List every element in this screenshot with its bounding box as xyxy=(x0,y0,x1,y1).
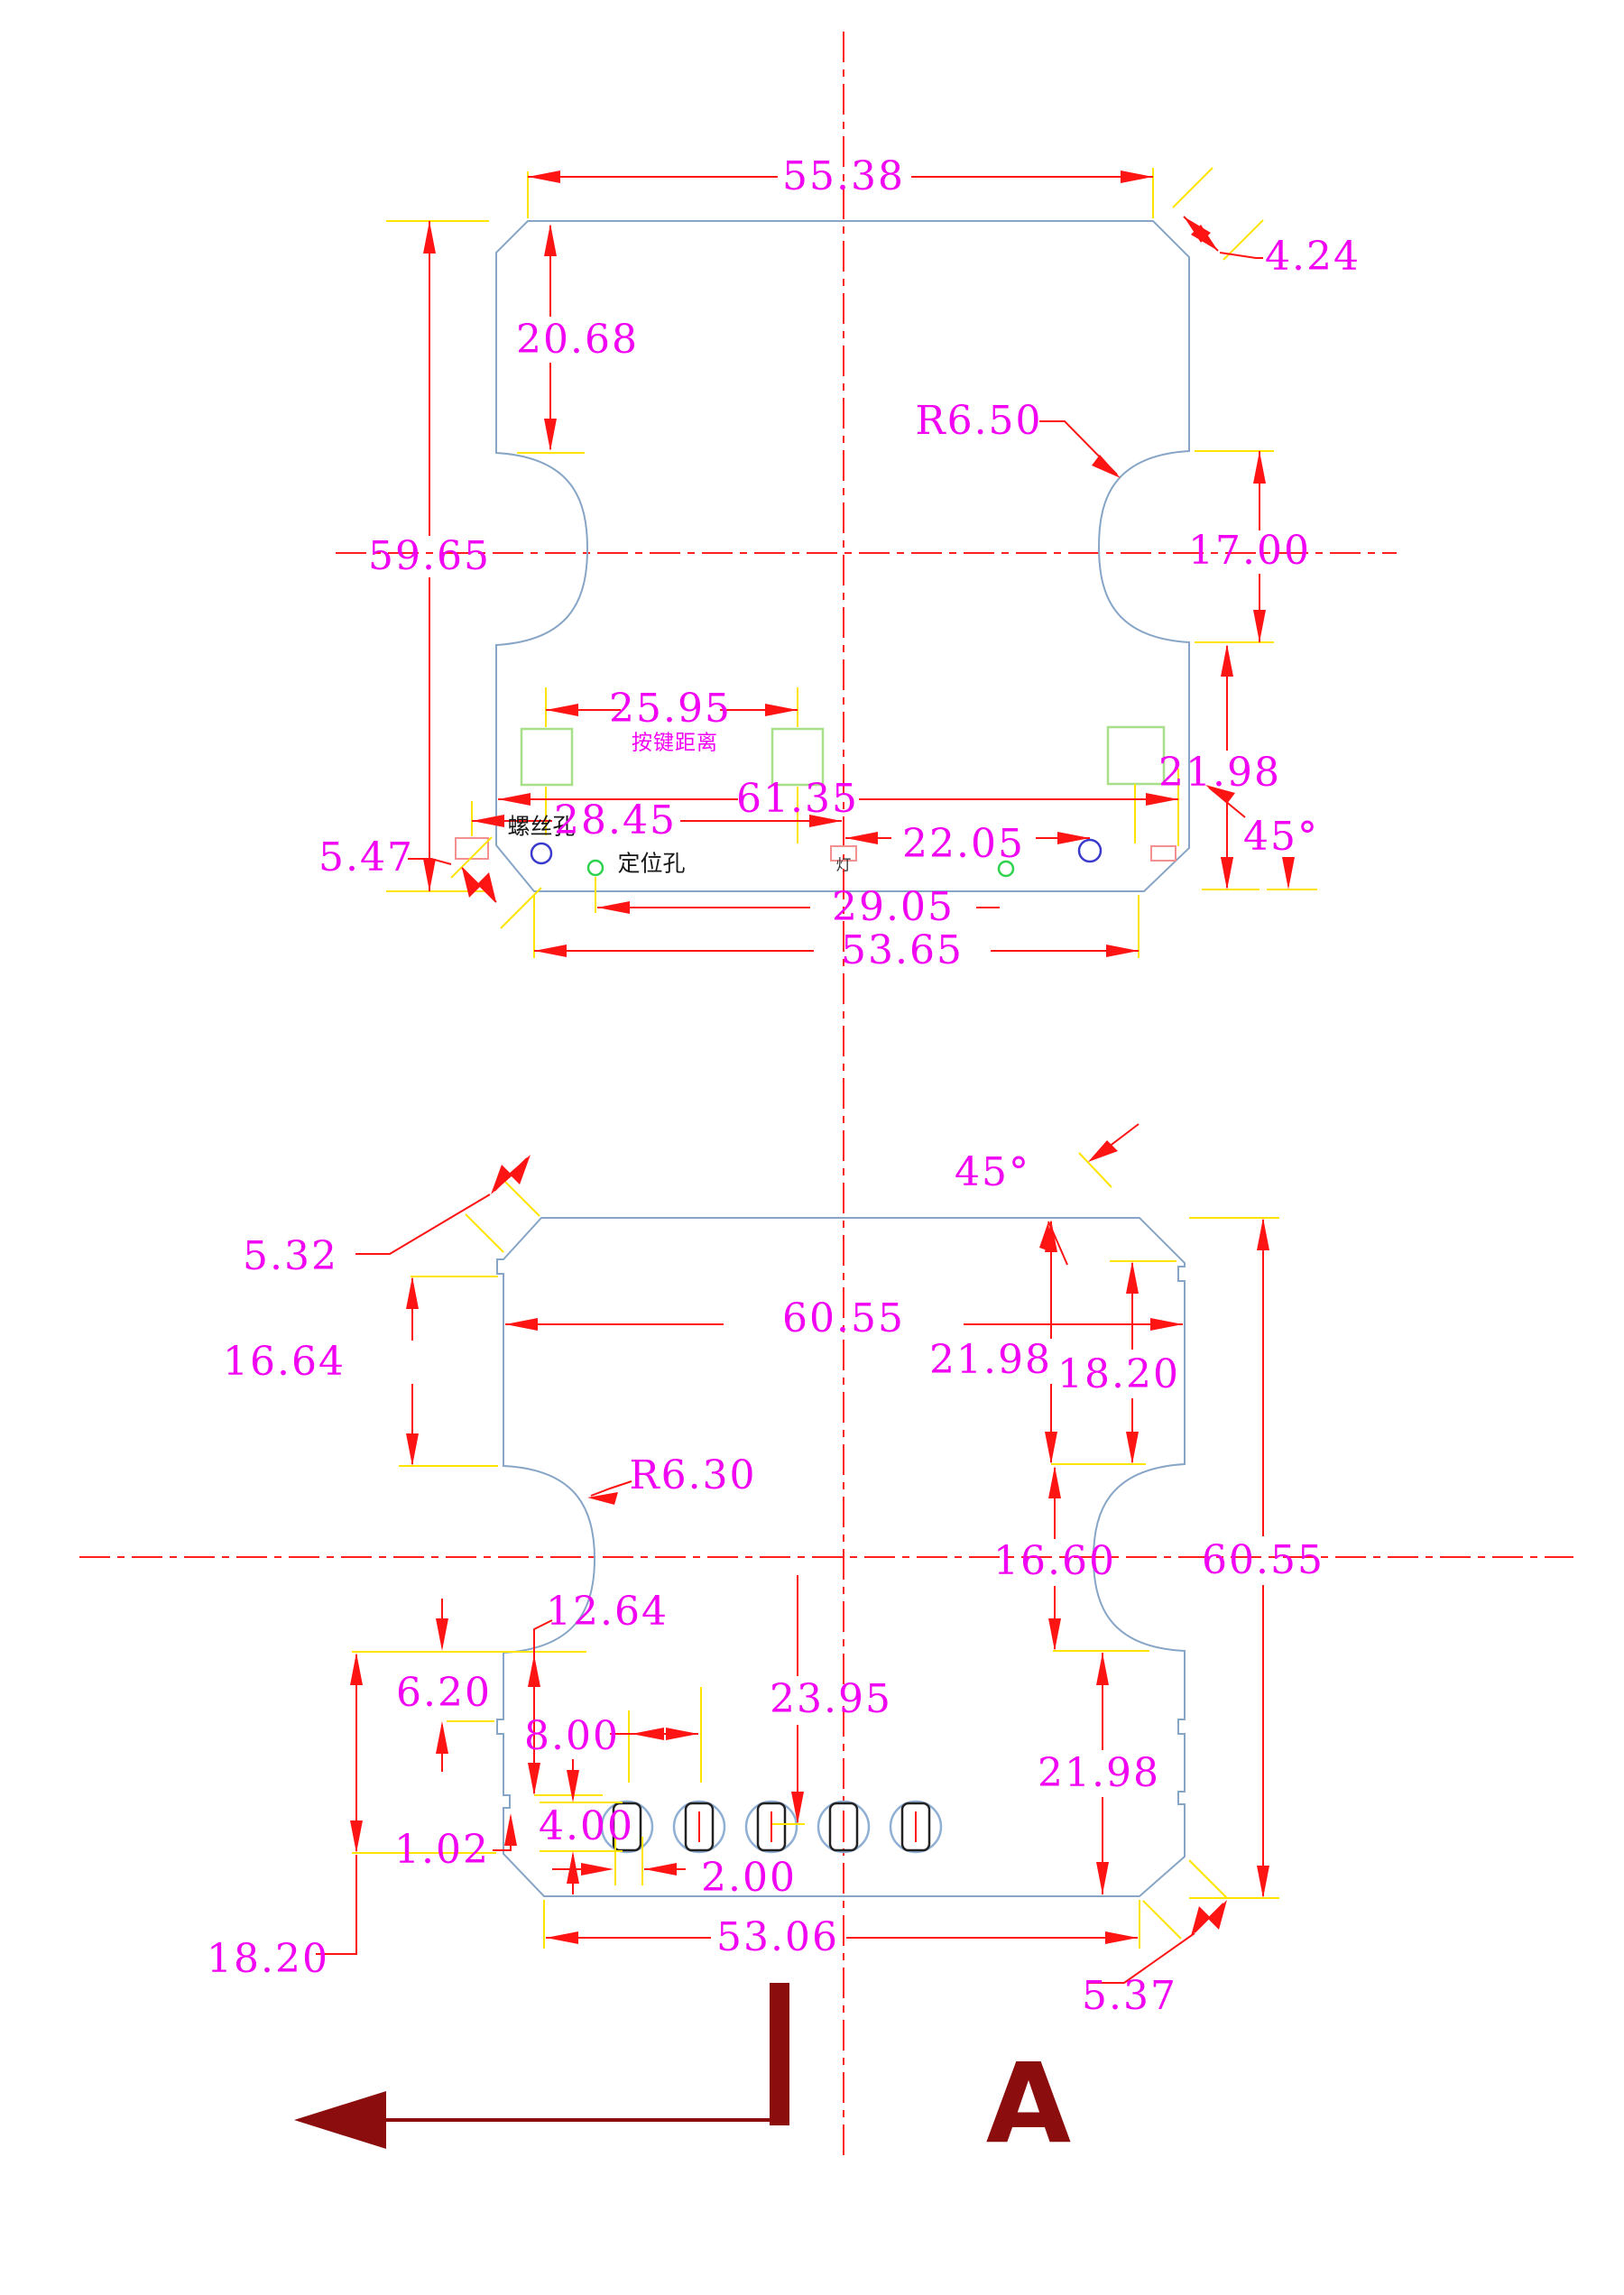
dim-bv-right-step: 18.20 xyxy=(1057,1351,1180,1397)
section-label: A xyxy=(985,2040,1072,2168)
top-view-features xyxy=(455,725,1176,878)
locating-hole-label: 定位孔 xyxy=(617,850,686,877)
bottom-view-outline xyxy=(496,1217,1186,1897)
lamp-label: 灯 xyxy=(835,856,852,875)
dim-bv-slot-center: 23.95 xyxy=(770,1676,892,1722)
dim-button-spacing: 25.95 xyxy=(609,686,732,732)
dim-bv-notch-height: 16.60 xyxy=(993,1538,1116,1584)
screw-hole-left xyxy=(530,842,553,865)
screw-hole-right xyxy=(1077,838,1103,863)
dim-bv-right-bottom-height: 21.98 xyxy=(1038,1750,1160,1796)
dim-body-width: 61.35 xyxy=(736,776,859,822)
dim-notch-top-offset: 20.68 xyxy=(516,317,639,363)
dim-bv-bottom-width: 53.06 xyxy=(716,1914,839,1960)
dim-chamfer-angle: 45° xyxy=(1243,814,1319,860)
top-view-outline xyxy=(495,220,1190,892)
dim-notch-height: 17.00 xyxy=(1188,528,1311,574)
section-cut-arrow xyxy=(294,1983,789,2149)
dim-notch-radius: R6.50 xyxy=(915,398,1043,444)
dim-top-width: 55.38 xyxy=(782,153,905,199)
button-pad-middle xyxy=(770,727,825,787)
dim-bv-left-gap: 6.20 xyxy=(396,1670,492,1716)
dim-overall-height: 59.65 xyxy=(368,533,491,579)
dim-bv-edge-offset: 1.02 xyxy=(394,1827,490,1873)
dim-bv-left-bottom-height: 18.20 xyxy=(207,1936,329,1982)
dim-bv-right-top-height: 21.98 xyxy=(929,1337,1052,1383)
dim-bv-left-top-height: 16.64 xyxy=(223,1339,346,1385)
dim-hole-span: 22.05 xyxy=(902,821,1025,867)
dim-bv-br-chamfer: 5.37 xyxy=(1082,1973,1177,2019)
dim-bv-notch-bottom: 12.64 xyxy=(546,1589,669,1635)
dim-screw-hole-span: 28.45 xyxy=(554,797,677,843)
dim-corner-chamfer: 4.24 xyxy=(1265,234,1361,280)
button-pad-right xyxy=(1106,725,1166,786)
lamp-window-left xyxy=(455,837,489,860)
dim-bv-tl-chamfer: 5.32 xyxy=(243,1233,338,1279)
centerlines xyxy=(79,32,1573,2161)
dim-bv-notch-radius: R6.30 xyxy=(629,1452,757,1498)
locating-hole-right xyxy=(997,860,1015,878)
dim-bv-slot-height: 4.00 xyxy=(539,1803,634,1849)
locating-hole-left xyxy=(586,859,604,877)
dim-bv-slot-width: 2.00 xyxy=(701,1855,797,1901)
bottom-view-dimensions xyxy=(316,1123,1279,1984)
button-spacing-note: 按键距离 xyxy=(632,731,718,755)
dim-bv-overall-height: 60.55 xyxy=(1202,1537,1324,1583)
dim-bv-top-width: 60.55 xyxy=(782,1295,905,1341)
dim-bv-slot-pitch: 8.00 xyxy=(524,1713,620,1759)
screw-hole-label: 螺丝孔 xyxy=(507,813,576,840)
bottom-view-slots xyxy=(600,1800,943,1854)
dim-bottom-width: 53.65 xyxy=(841,927,964,973)
top-view-dimensions xyxy=(386,167,1317,958)
dim-bottom-chamfer: 5.47 xyxy=(318,834,414,880)
dim-bv-chamfer-angle: 45° xyxy=(955,1149,1030,1195)
dim-right-height: 21.98 xyxy=(1158,750,1281,796)
button-pad-left xyxy=(520,727,574,787)
lamp-window-center xyxy=(830,845,857,862)
lamp-window-right xyxy=(1150,845,1176,862)
dim-locating-hole-span: 29.05 xyxy=(832,884,955,930)
